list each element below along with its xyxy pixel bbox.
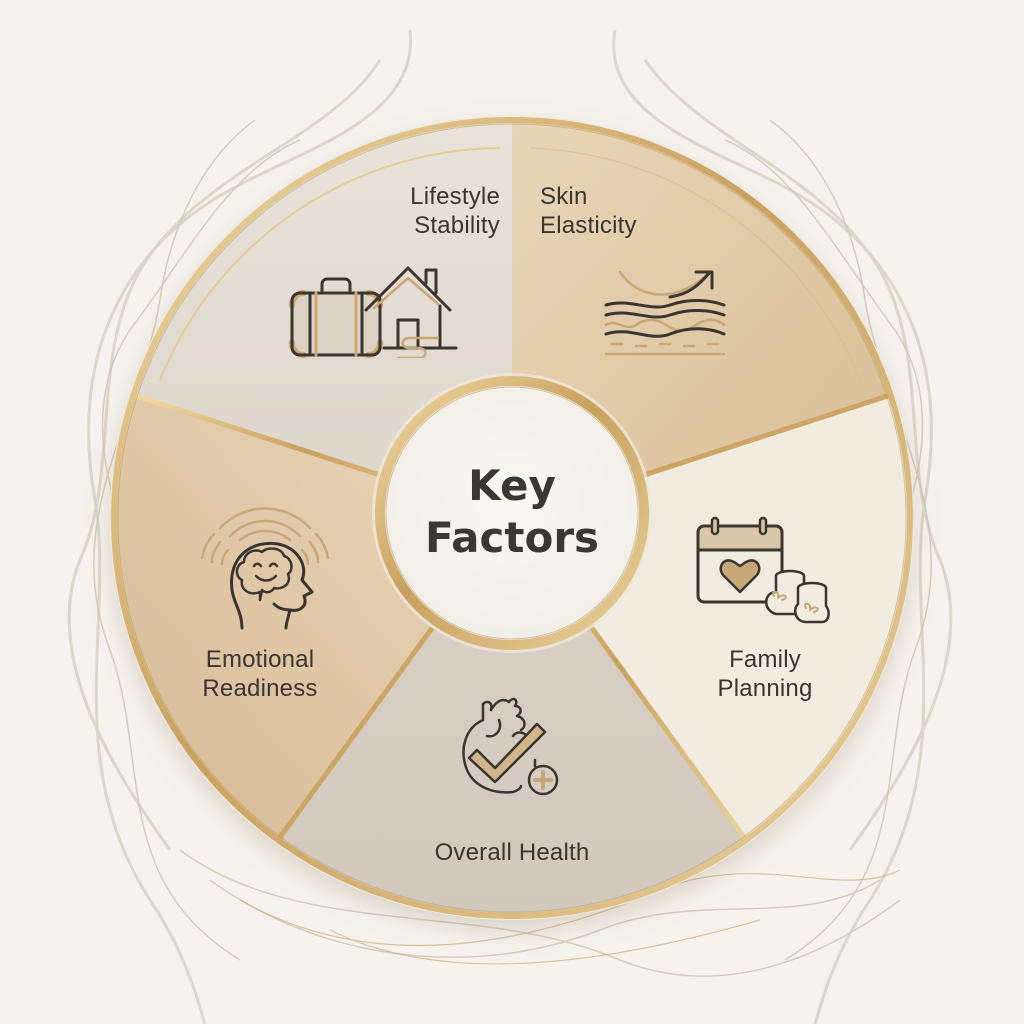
label-line: Emotional	[205, 646, 315, 673]
skin-layers-arrow-icon	[604, 270, 726, 356]
calendar-heart-baby-shoes-icon	[696, 516, 830, 624]
label-line: Overall Health	[434, 839, 590, 866]
label-line: Stability	[414, 212, 500, 239]
center-title-line-1: Key	[468, 461, 556, 510]
head-smiling-brain-icon	[200, 507, 330, 630]
suitcase-house-icon	[289, 266, 458, 358]
label-line: Family	[729, 646, 801, 673]
label-line: Planning	[717, 675, 813, 702]
label-emotional-readiness: Emotional Readiness	[180, 645, 340, 703]
outer-rim	[111, 117, 913, 919]
center-circle	[375, 376, 649, 650]
label-family-planning: Family Planning	[690, 645, 840, 703]
label-line: Skin	[540, 183, 588, 210]
center-title-line-2: Factors	[424, 513, 600, 562]
label-line: Elasticity	[540, 212, 637, 239]
heart-check-plus-icon	[462, 697, 559, 796]
label-line: Lifestyle	[410, 183, 500, 210]
label-line: Readiness	[202, 675, 318, 702]
label-overall-health: Overall Health	[400, 838, 624, 867]
label-skin-elasticity: Skin Elasticity	[540, 182, 680, 240]
center-title: Key Factors	[387, 460, 637, 564]
label-lifestyle-stability: Lifestyle Stability	[360, 182, 500, 240]
segment-overall-health	[279, 518, 745, 915]
